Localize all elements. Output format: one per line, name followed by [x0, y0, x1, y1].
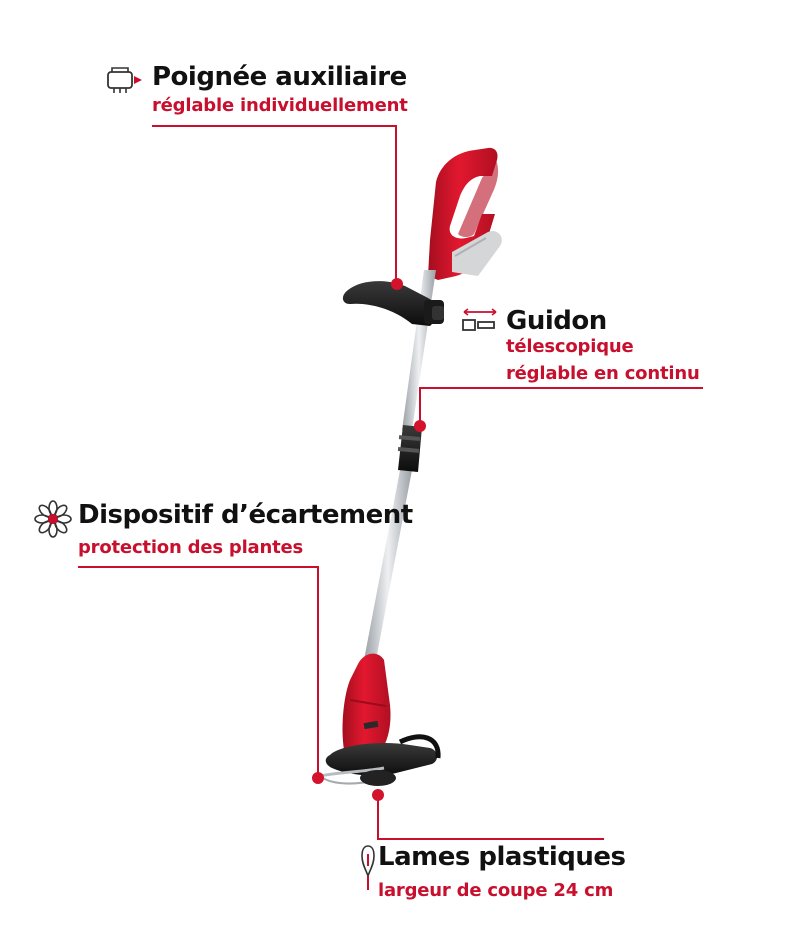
feature-guide-subtitle-1: télescopique: [506, 336, 634, 357]
feature-spacer-subtitle: protection des plantes: [78, 537, 304, 558]
feature-blades-title: Lames plastiques: [378, 842, 626, 872]
telescopic-arrows-icon: [462, 308, 497, 331]
feature-handle-subtitle: réglable individuellement: [152, 95, 408, 116]
feature-guide-subtitle-2: réglable en continu: [506, 363, 700, 384]
marker-handle: [391, 278, 403, 290]
feature-guide-title: Guidon: [506, 306, 607, 336]
marker-blades: [372, 789, 384, 801]
main-handle: [428, 147, 502, 280]
marker-spacer: [312, 772, 324, 784]
feature-handle-title: Poignée auxiliaire: [152, 62, 407, 92]
blade-icon: [361, 845, 375, 890]
hand-grip-icon: [107, 67, 142, 93]
marker-guide: [414, 420, 426, 432]
feature-spacer-title: Dispositif d’écartement: [78, 500, 413, 530]
line-spool: [360, 770, 396, 786]
flower-icon: [34, 500, 72, 538]
feature-blades-subtitle: largeur de coupe 24 cm: [378, 880, 614, 901]
plant-spacer-wire: [319, 766, 385, 778]
cutting-guard: [325, 734, 441, 776]
auxiliary-handle: [342, 281, 444, 326]
motor-housing: [342, 653, 391, 758]
